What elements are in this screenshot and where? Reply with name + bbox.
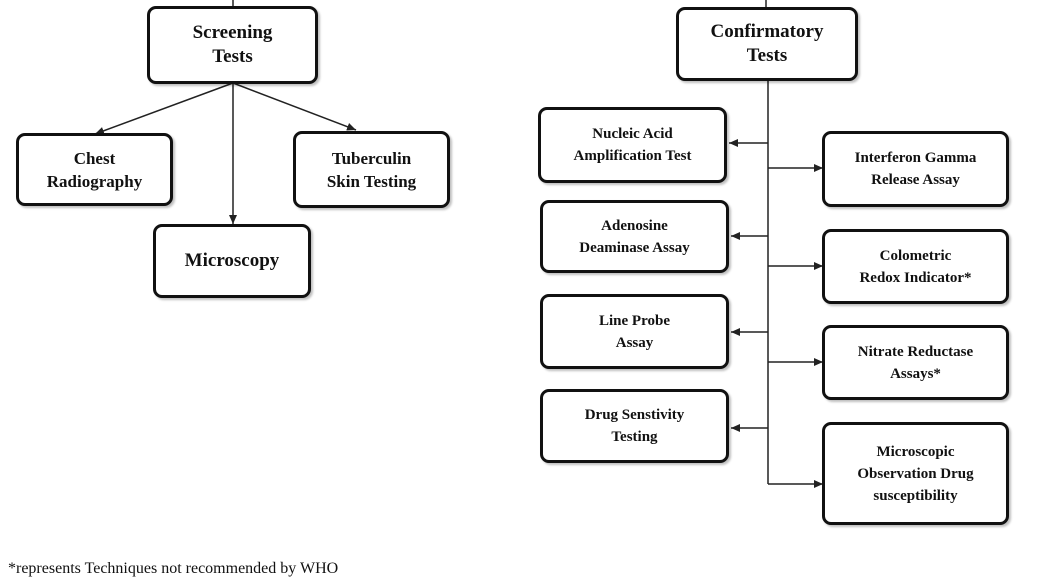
tuberculin-skin-testing-label: Tuberculin Skin Testing	[326, 148, 417, 191]
mods-box: Microscopic Observation Drug susceptibil…	[822, 422, 1009, 525]
screening-tests-box: Screening Tests	[147, 6, 318, 84]
microscopy-box: Microscopy	[153, 224, 311, 298]
nucleic-acid-amplification-label: Nucleic Acid Amplification Test	[573, 126, 692, 164]
line-probe-assay-label: Line Probe Assay	[599, 312, 670, 351]
confirmatory-tests-label: Confirmatory Tests	[710, 21, 824, 66]
adenosine-deaminase-box: Adenosine Deaminase Assay	[540, 200, 729, 273]
footnote: *represents Techniques not recommended b…	[8, 560, 339, 577]
nitrate-reductase-label: Nitrate Reductase Assays*	[857, 343, 974, 382]
arrow-to-tuberculin	[232, 82, 357, 131]
chest-radiography-label: Chest Radiography	[46, 148, 143, 191]
mods-label: Microscopic Observation Drug susceptibil…	[857, 443, 974, 504]
drug-sensitivity-testing-box: Drug Senstivity Testing	[540, 389, 729, 463]
colometric-redox-label: Colometric Redox Indicator*	[859, 247, 972, 286]
chest-radiography-box: Chest Radiography	[16, 133, 173, 206]
screening-tests-label: Screening Tests	[192, 22, 273, 67]
arrow-to-chest-radiography	[94, 82, 234, 135]
colometric-redox-box: Colometric Redox Indicator*	[822, 229, 1009, 304]
drug-sensitivity-testing-label: Drug Senstivity Testing	[584, 407, 685, 445]
nucleic-acid-amplification-box: Nucleic Acid Amplification Test	[538, 107, 727, 183]
line-probe-assay-box: Line Probe Assay	[540, 294, 729, 369]
microscopy-label: Microscopy	[184, 250, 280, 271]
confirmatory-tests-box: Confirmatory Tests	[676, 7, 858, 81]
nitrate-reductase-box: Nitrate Reductase Assays*	[822, 325, 1009, 400]
interferon-gamma-box: Interferon Gamma Release Assay	[822, 131, 1009, 207]
tuberculin-skin-testing-box: Tuberculin Skin Testing	[293, 131, 450, 208]
interferon-gamma-label: Interferon Gamma Release Assay	[854, 150, 977, 188]
adenosine-deaminase-label: Adenosine Deaminase Assay	[579, 217, 690, 256]
